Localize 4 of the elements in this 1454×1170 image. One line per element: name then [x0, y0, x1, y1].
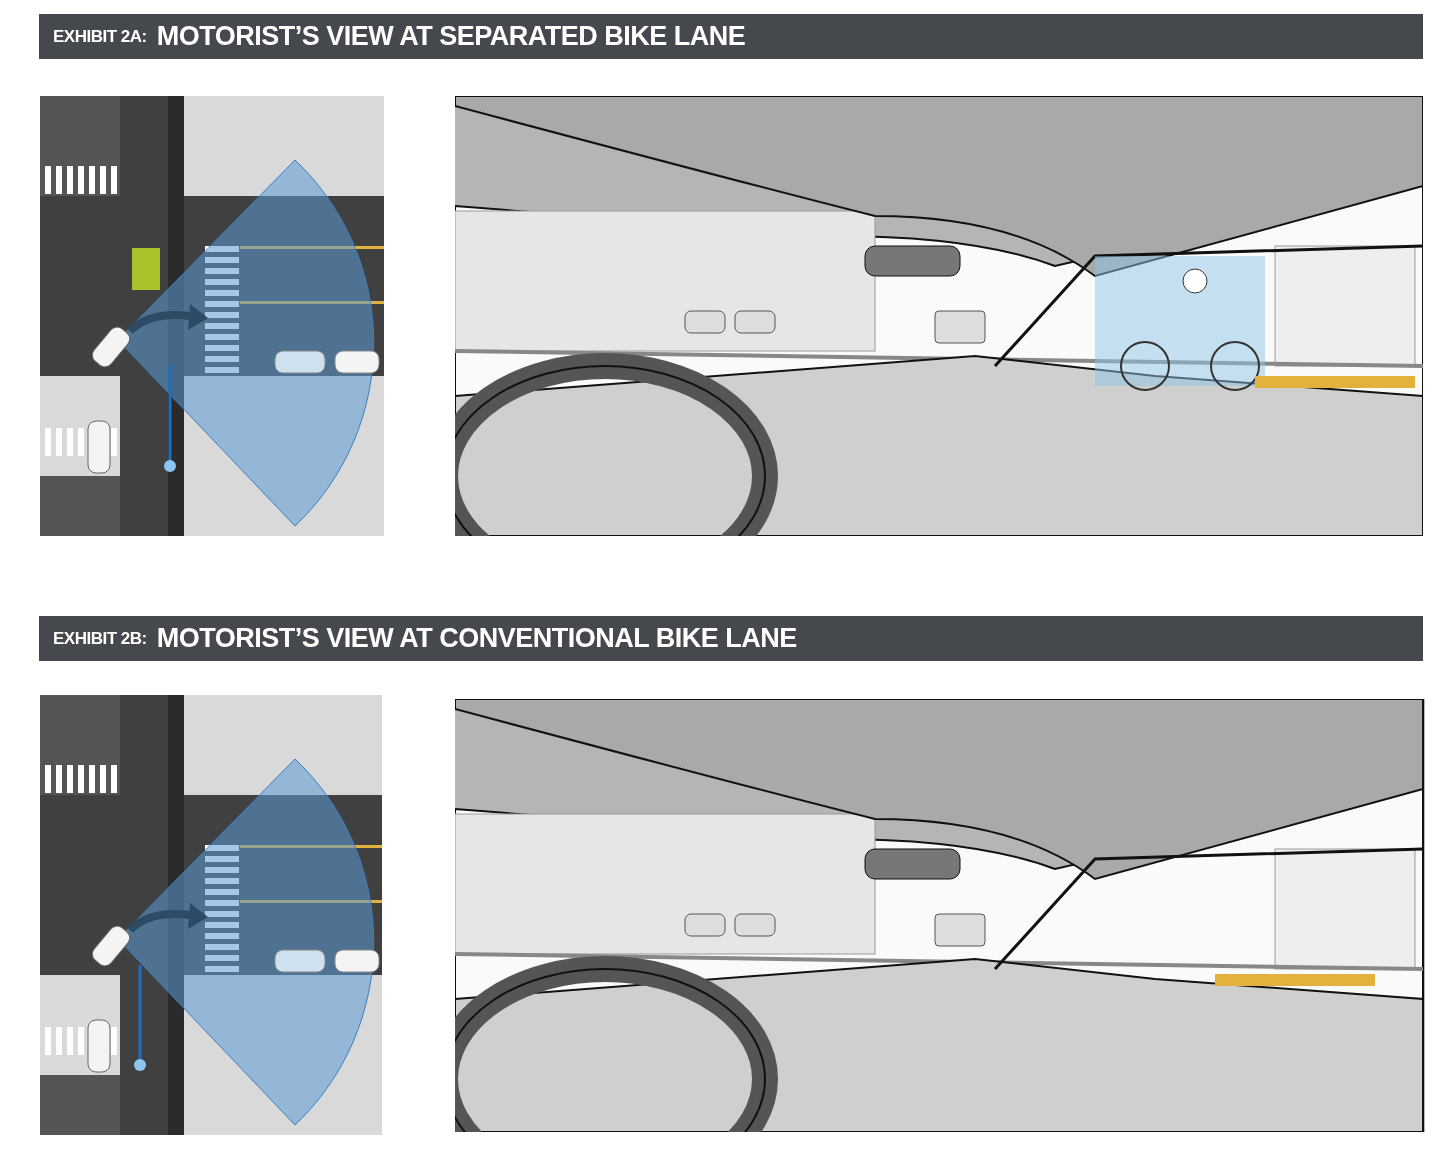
exhibit-title: MOTORIST’S VIEW AT SEPARATED BIKE LANE [156, 21, 746, 52]
exhibit-number: EXHIBIT 2B: [53, 628, 147, 649]
exhibit-title: MOTORIST’S VIEW AT CONVENTIONAL BIKE LANE [156, 623, 797, 654]
exhibit-number: EXHIBIT 2A: [53, 26, 147, 47]
